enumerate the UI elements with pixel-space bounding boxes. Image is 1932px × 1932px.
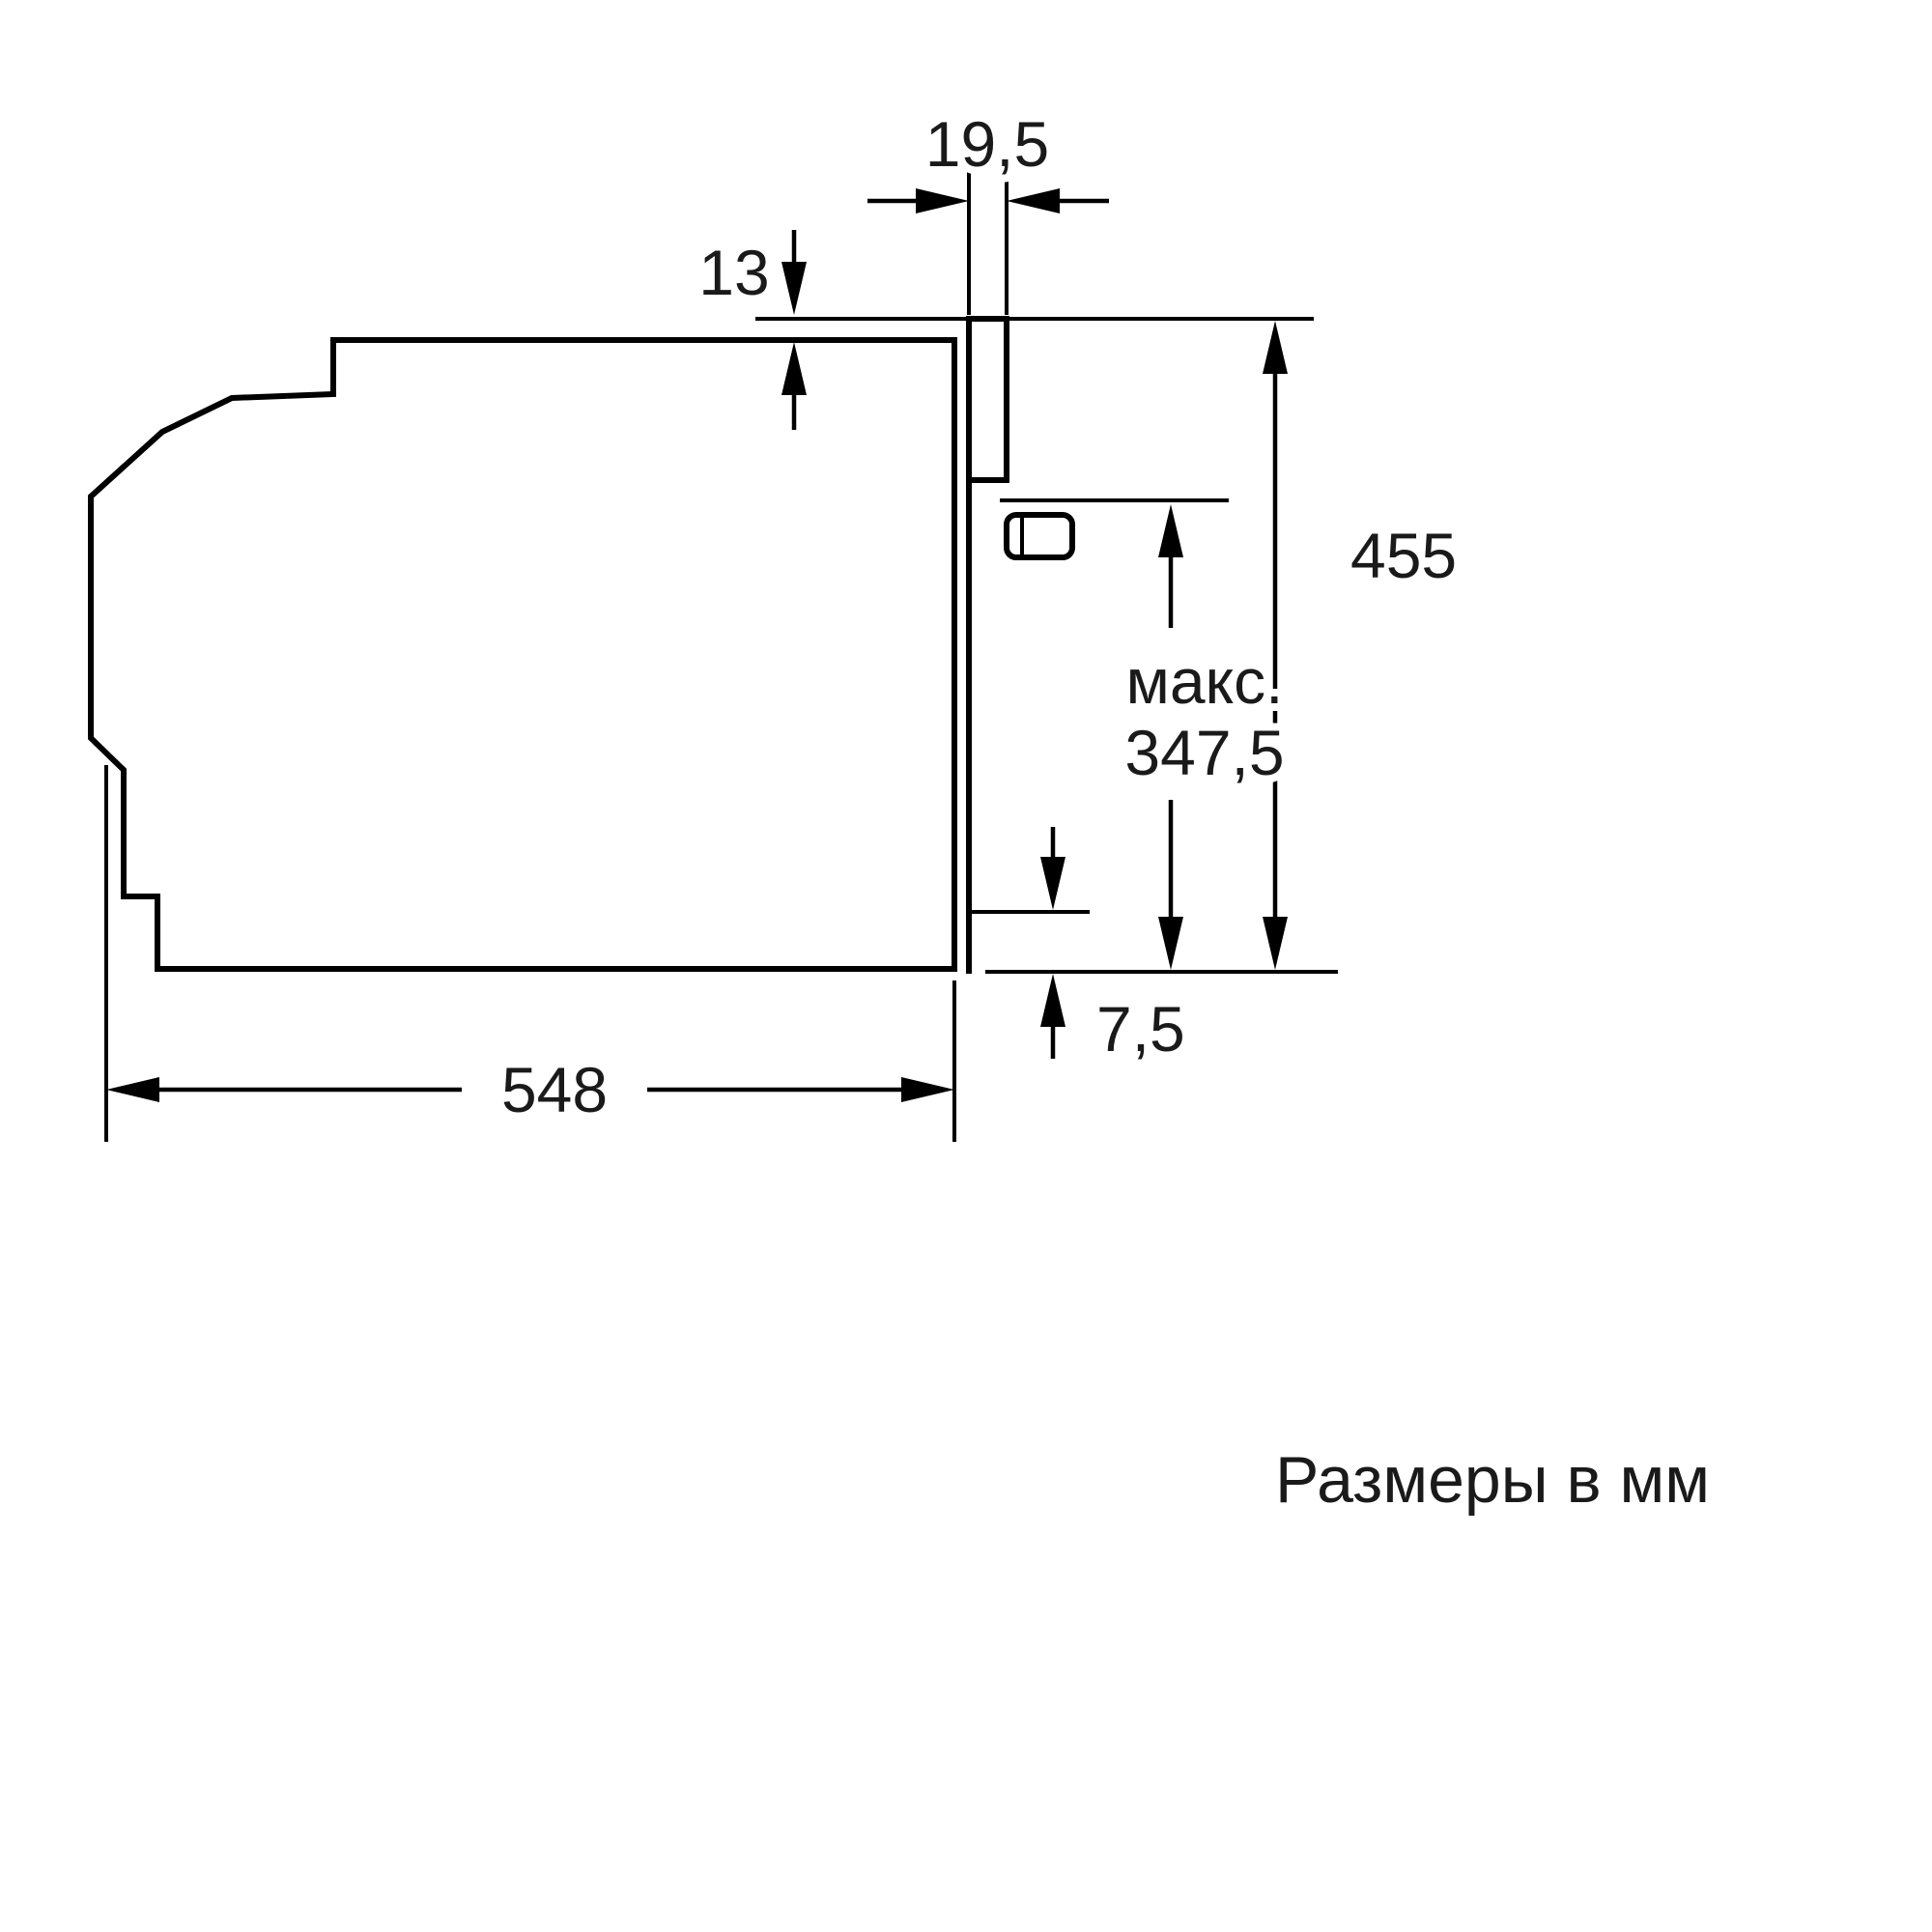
dimension-label-bottom-overhang: 7,5 [1096, 993, 1185, 1065]
dimension-label-appliance-depth: 548 [501, 1054, 608, 1125]
dimension-label-max-height: 347,5 [1124, 717, 1284, 788]
arrowhead-up [1040, 974, 1065, 1027]
door-front-frame [966, 316, 1009, 483]
appliance-body-outline [88, 337, 957, 972]
arrowhead-up [1158, 504, 1183, 557]
dimension-label-max-prefix: макс. [1125, 645, 1283, 717]
arrowhead-up [1263, 321, 1288, 374]
dimension-protrusion-width: 19,5 [867, 100, 1109, 315]
arrowhead-right [916, 188, 969, 213]
dimension-niche-height: 455 [1263, 321, 1464, 970]
dimension-label-protrusion: 19,5 [925, 108, 1049, 180]
dimension-label-top-clearance: 13 [698, 237, 769, 308]
dimension-label-niche-height: 455 [1350, 520, 1457, 591]
arrowhead-down [1263, 917, 1288, 970]
arrowhead-down [781, 262, 807, 315]
arrowhead-down [1040, 857, 1065, 910]
dimension-bottom-overhang: 7,5 [1040, 827, 1193, 1072]
dimension-max-height: макс. 347,5 [1117, 504, 1293, 970]
arrowhead-right [901, 1077, 954, 1102]
door-handle [1004, 512, 1075, 560]
units-note: Размеры в мм [1275, 1443, 1710, 1517]
dimension-top-clearance: 13 [691, 229, 807, 430]
dimension-appliance-depth: 548 [104, 765, 956, 1142]
arrowhead-left [1007, 188, 1060, 213]
arrowhead-down [1158, 917, 1183, 970]
arrowhead-left [106, 1077, 159, 1102]
arrowhead-up [781, 342, 807, 395]
